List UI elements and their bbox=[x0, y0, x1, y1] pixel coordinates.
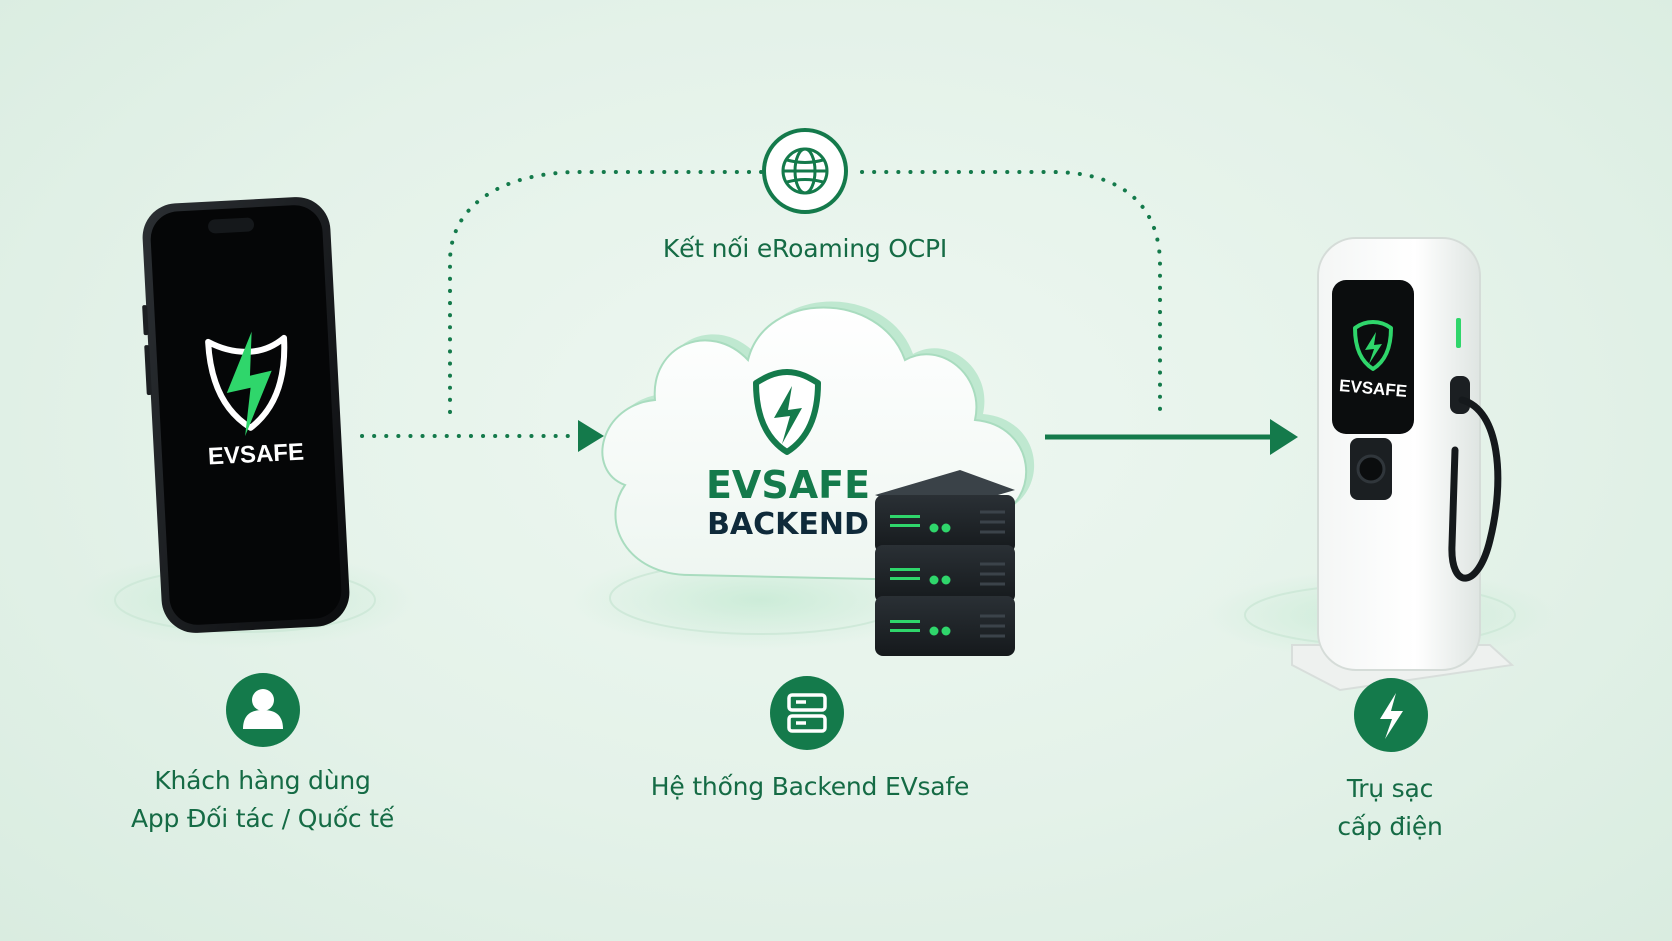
backend-label: Hệ thống Backend EVsafe bbox=[650, 772, 970, 801]
arrowhead-right-icon bbox=[1270, 419, 1298, 455]
server-stack bbox=[875, 470, 1015, 656]
server-unit bbox=[875, 596, 1015, 656]
server-icon bbox=[787, 693, 827, 733]
server-unit bbox=[875, 470, 1015, 553]
phone-label-line2: App Đối tác / Quốc tế bbox=[130, 804, 395, 833]
shield-lightning-icon bbox=[753, 369, 821, 455]
user-icon bbox=[243, 689, 283, 729]
connectors bbox=[360, 170, 1298, 455]
smartphone bbox=[142, 197, 350, 633]
globe-icon bbox=[781, 147, 829, 195]
charging-station bbox=[1291, 237, 1515, 692]
shield-lightning-icon bbox=[205, 331, 288, 437]
charger-label: Trụ sạc cấp điện bbox=[1290, 770, 1490, 846]
eroaming-label: Kết nối eRoaming OCPI bbox=[662, 234, 948, 263]
shield-lightning-icon bbox=[1353, 320, 1393, 371]
phone-brand: EVSAFE bbox=[207, 439, 304, 471]
charger-label-line1: Trụ sạc bbox=[1346, 774, 1434, 803]
power-node bbox=[1354, 678, 1428, 752]
eroaming-dotted-arc bbox=[448, 170, 1162, 414]
phone-label: Khách hàng dùng App Đối tác / Quốc tế bbox=[90, 762, 435, 838]
server-node bbox=[770, 676, 844, 750]
globe-node bbox=[762, 128, 848, 214]
server-unit bbox=[875, 545, 1015, 603]
phone-label-line1: Khách hàng dùng bbox=[154, 766, 371, 795]
lightning-icon bbox=[1380, 693, 1403, 739]
backend-brand-line2: BACKEND bbox=[707, 507, 869, 542]
user-node bbox=[226, 673, 300, 747]
backend-brand-line1: EVSAFE bbox=[706, 463, 870, 507]
charger-label-line2: cấp điện bbox=[1337, 812, 1443, 841]
arrowhead-right-icon bbox=[578, 420, 604, 452]
